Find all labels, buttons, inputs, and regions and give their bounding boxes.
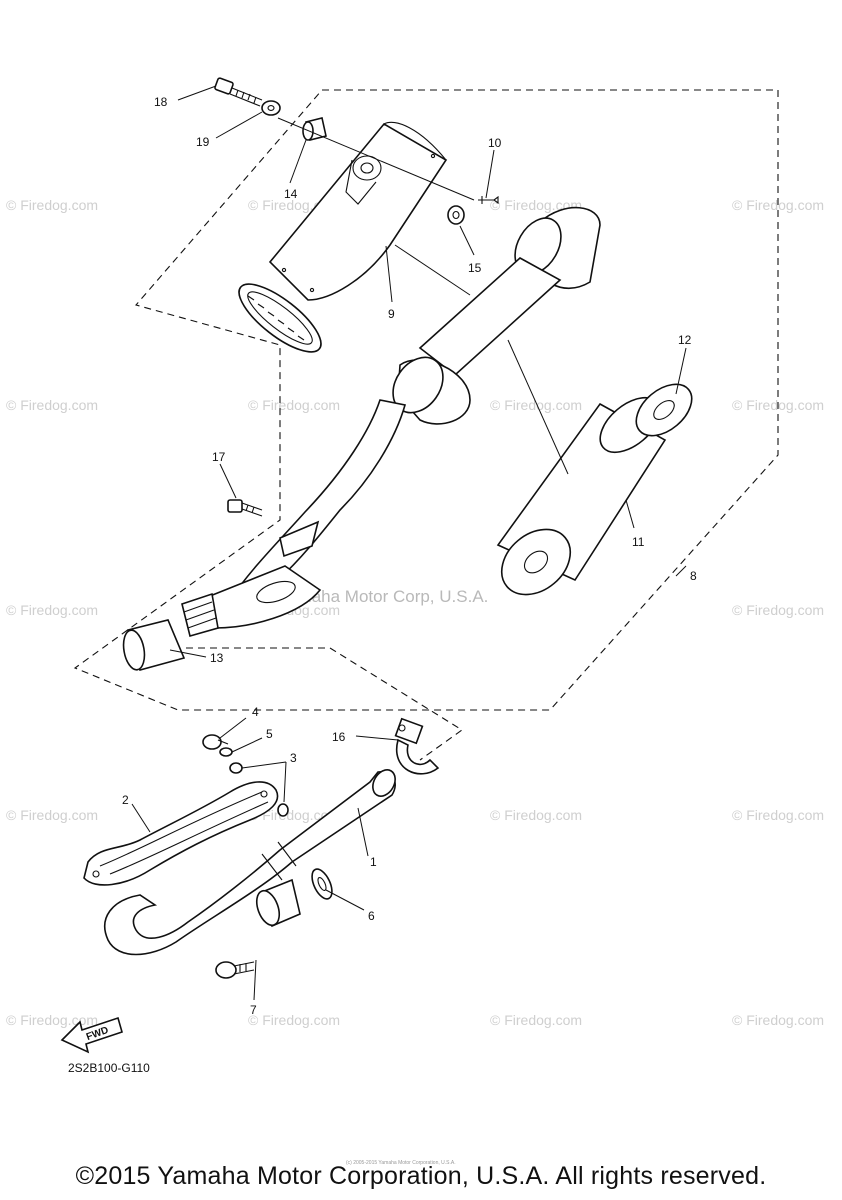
washer-19 [261,100,281,116]
watermark: © Firedog.com [732,807,824,823]
assembly-outlines [73,89,779,761]
watermark: © Firedog.com [490,397,582,413]
center-watermark: Yamaha Motor Corp, U.S.A. [278,587,488,606]
watermark: © Firedog.com [248,397,340,413]
watermark: © Firedog.com [732,602,824,618]
gasket-6 [311,868,333,900]
gasket-12 [635,383,693,437]
bolt-4 [202,734,229,750]
callout-13: 13 [210,651,224,665]
callout-10: 10 [488,136,502,150]
tiny-credit: (c) 2005-2015 Yamaha Motor Corporation, … [346,1160,456,1166]
clamp-16 [394,717,440,775]
callout-18: 18 [154,95,168,109]
watermark: © Firedog.com [6,1012,98,1028]
watermark: © Firedog.com [6,397,98,413]
bolt-18 [214,77,263,107]
watermark: © Firedog.com [6,807,98,823]
callout-4: 4 [252,705,259,719]
bolt-7 [215,961,255,979]
watermark: © Firedog.com [248,807,340,823]
callout-11: 11 [632,535,645,549]
callout-3: 3 [290,751,297,765]
watermark: © Firedog.com [490,807,582,823]
callout-1: 1 [370,855,377,869]
watermark: © Firedog.com [6,197,98,213]
callout-6: 6 [368,909,375,923]
pipe-assembly-outline [186,647,463,761]
gasket-13 [122,619,186,671]
forward-arrow-icon: FWD [60,1016,123,1054]
callout-labels: 18 19 14 10 15 9 12 17 11 8 13 4 5 16 3 … [122,95,697,1017]
callout-9: 9 [388,307,395,321]
callout-5: 5 [266,727,273,741]
copyright-notice: ©2015 Yamaha Motor Corporation, U.S.A. A… [75,1162,767,1190]
callout-17: 17 [212,450,226,464]
collar-15 [447,205,465,225]
callout-2: 2 [122,793,129,807]
callout-12: 12 [678,333,692,347]
callout-15: 15 [468,261,482,275]
callout-16: 16 [332,730,346,744]
end-gasket [238,283,322,353]
leader-lines [131,85,687,1001]
watermark: © Firedog.com [490,1012,582,1028]
muffler-body-8 [181,206,601,637]
callout-14: 14 [284,187,298,201]
muffler-assembly-outline [73,89,779,711]
bolt-17 [227,499,263,517]
exhaust-pipe-1 [103,769,396,956]
callout-7: 7 [250,1003,257,1017]
watermark: © Firedog.com [732,1012,824,1028]
protector-2 [83,781,279,886]
callout-8: 8 [690,569,697,583]
watermark: © Firedog.com [6,602,98,618]
muffler-cover-9 [268,121,448,301]
callout-19: 19 [196,135,210,149]
watermark: © Firedog.com [490,197,582,213]
rivet-10 [478,195,499,205]
diagram-code: 2S2B100-G110 [68,1061,150,1075]
watermark: © Firedog.com [248,1012,340,1028]
washer-5 [219,747,233,757]
